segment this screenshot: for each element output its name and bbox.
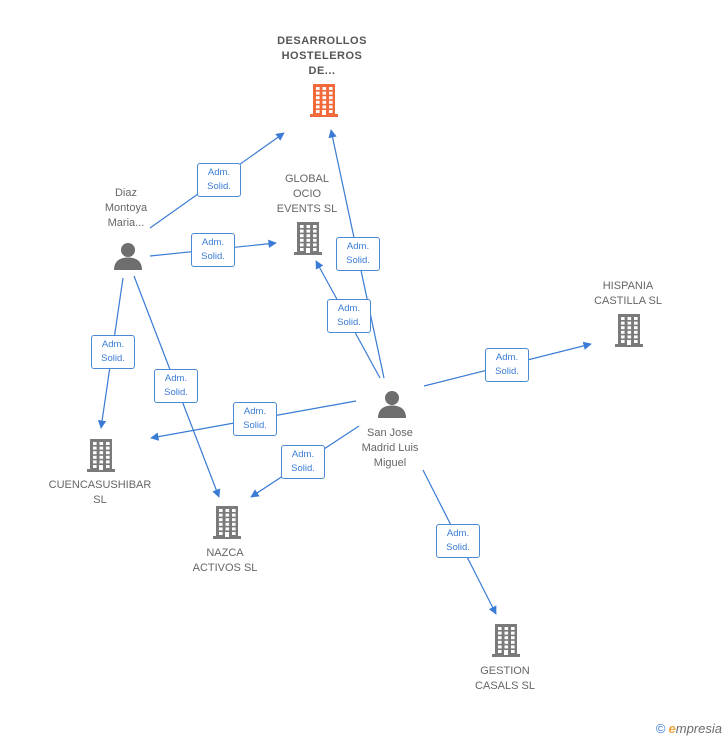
node-label-diaz[interactable]: Diaz Montoya Maria...	[104, 187, 148, 229]
relation-label[interactable]: Adm. Solid.	[436, 524, 480, 558]
node-label-gestion[interactable]: GESTION CASALS SL	[475, 665, 535, 692]
relation-label[interactable]: Adm. Solid.	[233, 402, 277, 436]
building-icon[interactable]	[86, 437, 116, 478]
node-label-global-ocio[interactable]: GLOBAL OCIO EVENTS SL	[276, 173, 338, 215]
building-icon[interactable]	[614, 312, 644, 353]
person-icon[interactable]	[113, 241, 143, 276]
building-icon[interactable]	[491, 622, 521, 663]
building-icon[interactable]	[309, 82, 339, 123]
node-label-desarrollos[interactable]: DESARROLLOS HOSTELEROS DE...	[277, 35, 367, 77]
relation-label[interactable]: Adm. Solid.	[336, 237, 380, 271]
relation-label[interactable]: Adm. Solid.	[191, 233, 235, 267]
relation-label[interactable]: Adm. Solid.	[154, 369, 198, 403]
relation-label[interactable]: Adm. Solid.	[327, 299, 371, 333]
building-icon[interactable]	[212, 504, 242, 545]
brand-name: mpresia	[675, 721, 722, 736]
relation-label[interactable]: Adm. Solid.	[485, 348, 529, 382]
person-icon[interactable]	[377, 389, 407, 424]
node-label-hispania[interactable]: HISPANIA CASTILLA SL	[594, 280, 662, 307]
brand-initial: e	[668, 721, 676, 736]
brand-logo[interactable]: empresia	[669, 721, 722, 736]
relation-label[interactable]: Adm. Solid.	[91, 335, 135, 369]
footer-credit: ©empresia	[656, 721, 722, 736]
node-label-sanjose[interactable]: San Jose Madrid Luis Miguel	[361, 427, 419, 469]
relation-label[interactable]: Adm. Solid.	[197, 163, 241, 197]
building-icon[interactable]	[293, 220, 323, 261]
relation-label[interactable]: Adm. Solid.	[281, 445, 325, 479]
node-label-cuenca[interactable]: CUENCASUSHIBAR SL	[48, 479, 152, 506]
node-label-nazca[interactable]: NAZCA ACTIVOS SL	[192, 547, 258, 574]
copyright-symbol: ©	[655, 721, 666, 736]
